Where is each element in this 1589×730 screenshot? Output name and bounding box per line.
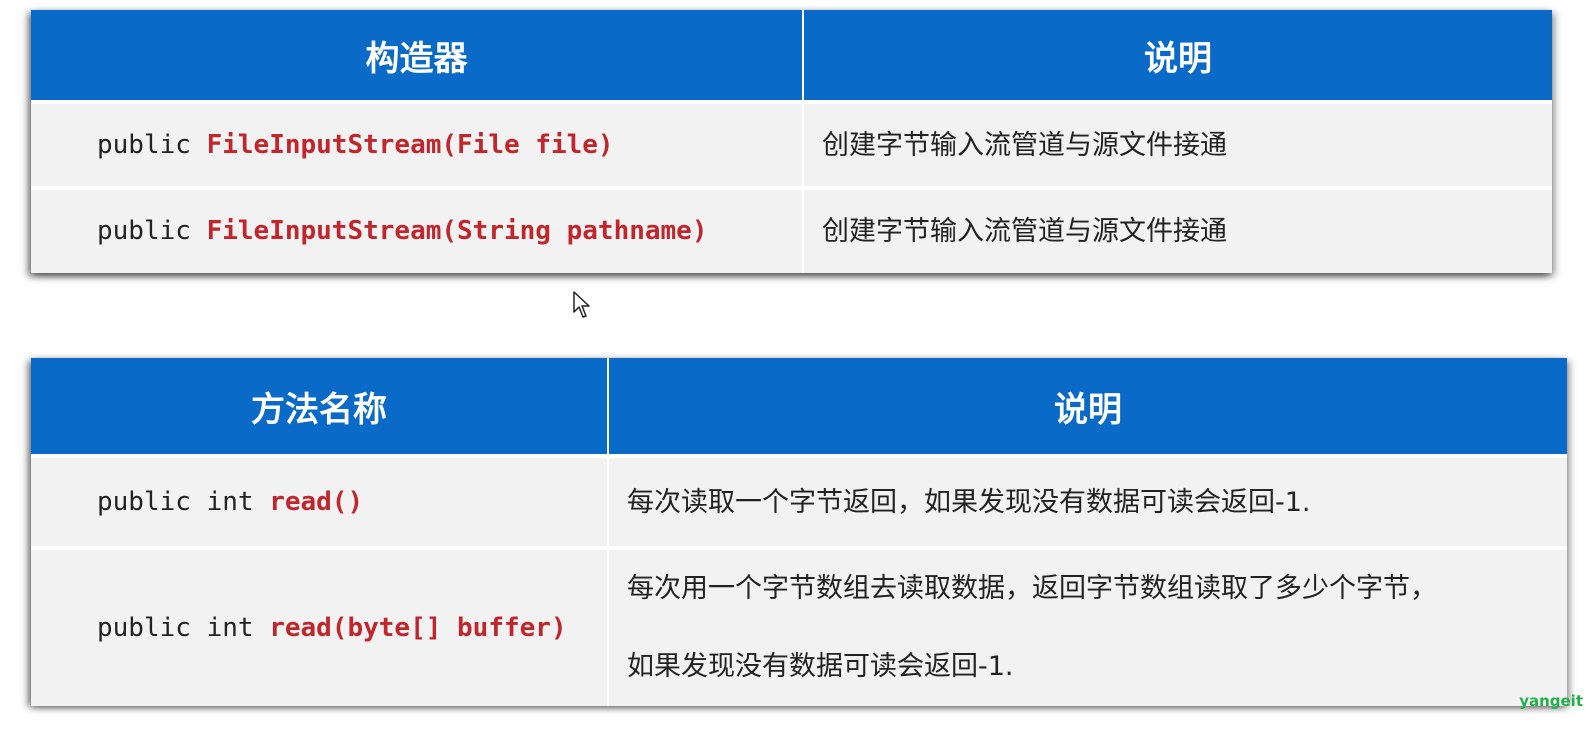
constructors-table: 构造器 说明 public FileInputStream(File file)… — [31, 10, 1552, 273]
watermark-text: yangeit — [1519, 692, 1583, 710]
table-header-row: 方法名称 说明 — [31, 358, 1567, 456]
description-line: 如果发现没有数据可读会返回-1. — [627, 651, 1014, 682]
method-description: 每次读取一个字节返回，如果发现没有数据可读会返回-1. — [608, 454, 1567, 548]
modifier-text: public — [97, 216, 207, 247]
modifier-text: public int — [97, 613, 270, 643]
method-name: read(byte[] buffer) — [269, 613, 567, 643]
method-description: 每次用一个字节数组去读取数据，返回字节数组读取了多少个字节， 如果发现没有数据可… — [608, 546, 1567, 706]
method-name: FileInputStream(String pathname) — [206, 216, 708, 247]
method-name: read() — [269, 487, 364, 517]
mouse-cursor-icon — [573, 291, 590, 318]
method-signature: public int read(byte[] buffer) — [31, 546, 609, 706]
method-signature: public int read() — [31, 454, 609, 548]
table-row: public FileInputStream(String pathname) … — [31, 185, 1552, 273]
methods-table: 方法名称 说明 public int read() 每次读取一个字节返回，如果发… — [31, 358, 1567, 706]
header-description: 说明 — [608, 358, 1567, 456]
method-name: FileInputStream(File file) — [206, 130, 614, 161]
constructor-description: 创建字节输入流管道与源文件接通 — [803, 100, 1552, 188]
modifier-text: public — [97, 130, 207, 161]
table-header-row: 构造器 说明 — [31, 10, 1552, 103]
table-row: public int read() 每次读取一个字节返回，如果发现没有数据可读会… — [31, 454, 1567, 548]
header-constructor: 构造器 — [31, 10, 804, 103]
constructor-description: 创建字节输入流管道与源文件接通 — [803, 185, 1552, 273]
constructor-signature: public FileInputStream(String pathname) — [31, 185, 804, 273]
constructor-signature: public FileInputStream(File file) — [31, 100, 804, 188]
header-description: 说明 — [803, 10, 1552, 103]
table-row: public FileInputStream(File file) 创建字节输入… — [31, 100, 1552, 188]
description-line: 每次用一个字节数组去读取数据，返回字节数组读取了多少个字节， — [627, 573, 1437, 604]
table-row: public int read(byte[] buffer) 每次用一个字节数组… — [31, 546, 1567, 706]
modifier-text: public int — [97, 487, 270, 517]
header-method-name: 方法名称 — [31, 358, 609, 456]
